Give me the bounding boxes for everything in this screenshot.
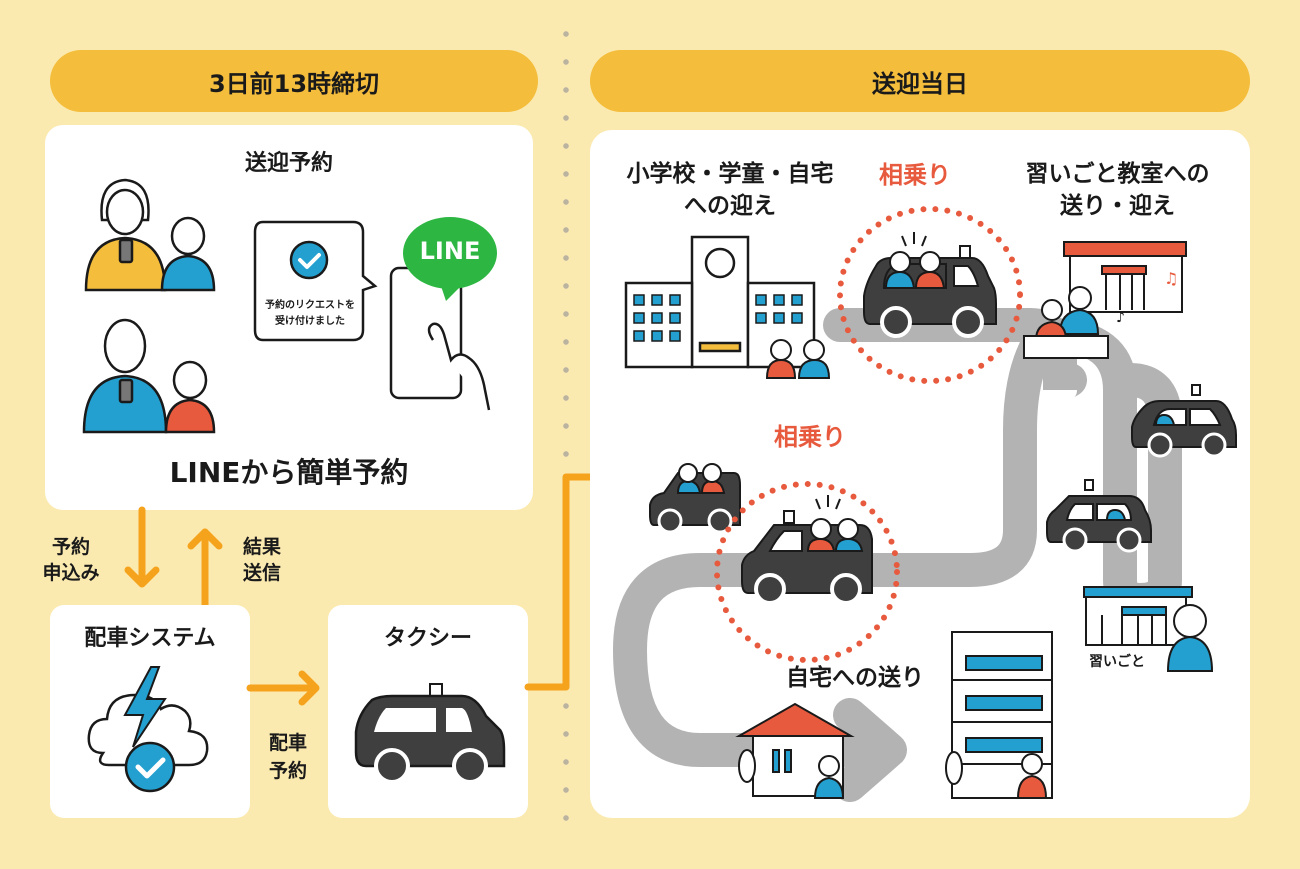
- taxi-with-passenger-2-icon: [1046, 479, 1152, 553]
- piano-icon: [1023, 335, 1109, 359]
- cloud-lightning-icon: [87, 666, 209, 793]
- rideshare-label-top: 相乗り: [879, 161, 951, 189]
- rideshare-taxi-mid-icon: [741, 495, 873, 605]
- section-divider: [563, 20, 569, 830]
- line-logo-icon: [403, 217, 497, 301]
- taxi-with-passenger-1-icon: [1131, 384, 1237, 458]
- lesson-shop-icon: [1083, 586, 1214, 672]
- music-lesson-shop-icon: ♫ ♪: [1023, 241, 1187, 359]
- parent-child-illustration-1: [84, 178, 216, 292]
- lesson-label-line1: 習いごと教室への: [1025, 161, 1210, 187]
- rideshare-circle-top: [837, 206, 1023, 384]
- apartment-icon: [945, 631, 1053, 799]
- deadline-header: 3日前13時締切: [50, 50, 538, 112]
- result-label-line1: 結果: [242, 536, 281, 558]
- line-booking-caption: LINEから簡単予約: [169, 456, 409, 489]
- check-circle-icon: [124, 741, 176, 793]
- home-dropoff-label: 自宅への送り: [786, 665, 924, 691]
- rideshare-circle-mid: [714, 481, 900, 663]
- dispatch-label-line2: 予約: [268, 760, 307, 782]
- confirmation-bubble: [253, 220, 378, 342]
- lesson-label-line2: 送り・迎え: [1060, 193, 1175, 219]
- road-arrow-icon: [833, 698, 907, 802]
- same-day-header-text: 送迎当日: [872, 69, 968, 98]
- school-pickup-label-line2: への迎え: [684, 193, 776, 219]
- rideshare-label-mid: 相乗り: [774, 423, 846, 451]
- lesson-shop-label: 習いごと: [1089, 654, 1145, 670]
- house-icon: [735, 702, 855, 799]
- booking-title: 送迎予約: [244, 151, 333, 176]
- taxi-title: タクシー: [383, 626, 472, 651]
- music-note-icon: ♫: [1164, 269, 1178, 288]
- request-label-line1: 予約: [51, 536, 90, 558]
- rideshare-taxi-top-icon: [863, 232, 997, 338]
- deadline-header-text: 3日前13時締切: [208, 69, 380, 98]
- bubble-text-line2: 受け付けました: [275, 316, 345, 327]
- dispatch-arrow-right-icon: [246, 670, 320, 706]
- children-icon: [765, 339, 831, 379]
- svg-text:♪: ♪: [1116, 310, 1125, 326]
- result-label-line2: 送信: [242, 562, 281, 584]
- taxi-car-icon: [354, 683, 506, 784]
- line-logo-text: LINE: [419, 237, 481, 265]
- school-building-icon: [624, 235, 816, 369]
- school-pickup-label-line1: 小学校・学童・自宅: [626, 161, 834, 187]
- same-day-header: 送迎当日: [590, 50, 1250, 112]
- bubble-text-line1: 予約のリクエストを: [265, 300, 355, 311]
- parent-child-illustration-2: [82, 318, 216, 434]
- car-with-children-icon: [649, 463, 741, 534]
- flow-arrows: [124, 506, 223, 610]
- request-label-line2: 申込み: [42, 562, 100, 584]
- smartphone-icon: [389, 266, 491, 411]
- check-circle-icon: [289, 240, 329, 280]
- dispatch-label-line1: 配車: [268, 732, 307, 754]
- dispatch-system-title: 配車システム: [84, 626, 216, 651]
- hand-icon: [427, 322, 491, 411]
